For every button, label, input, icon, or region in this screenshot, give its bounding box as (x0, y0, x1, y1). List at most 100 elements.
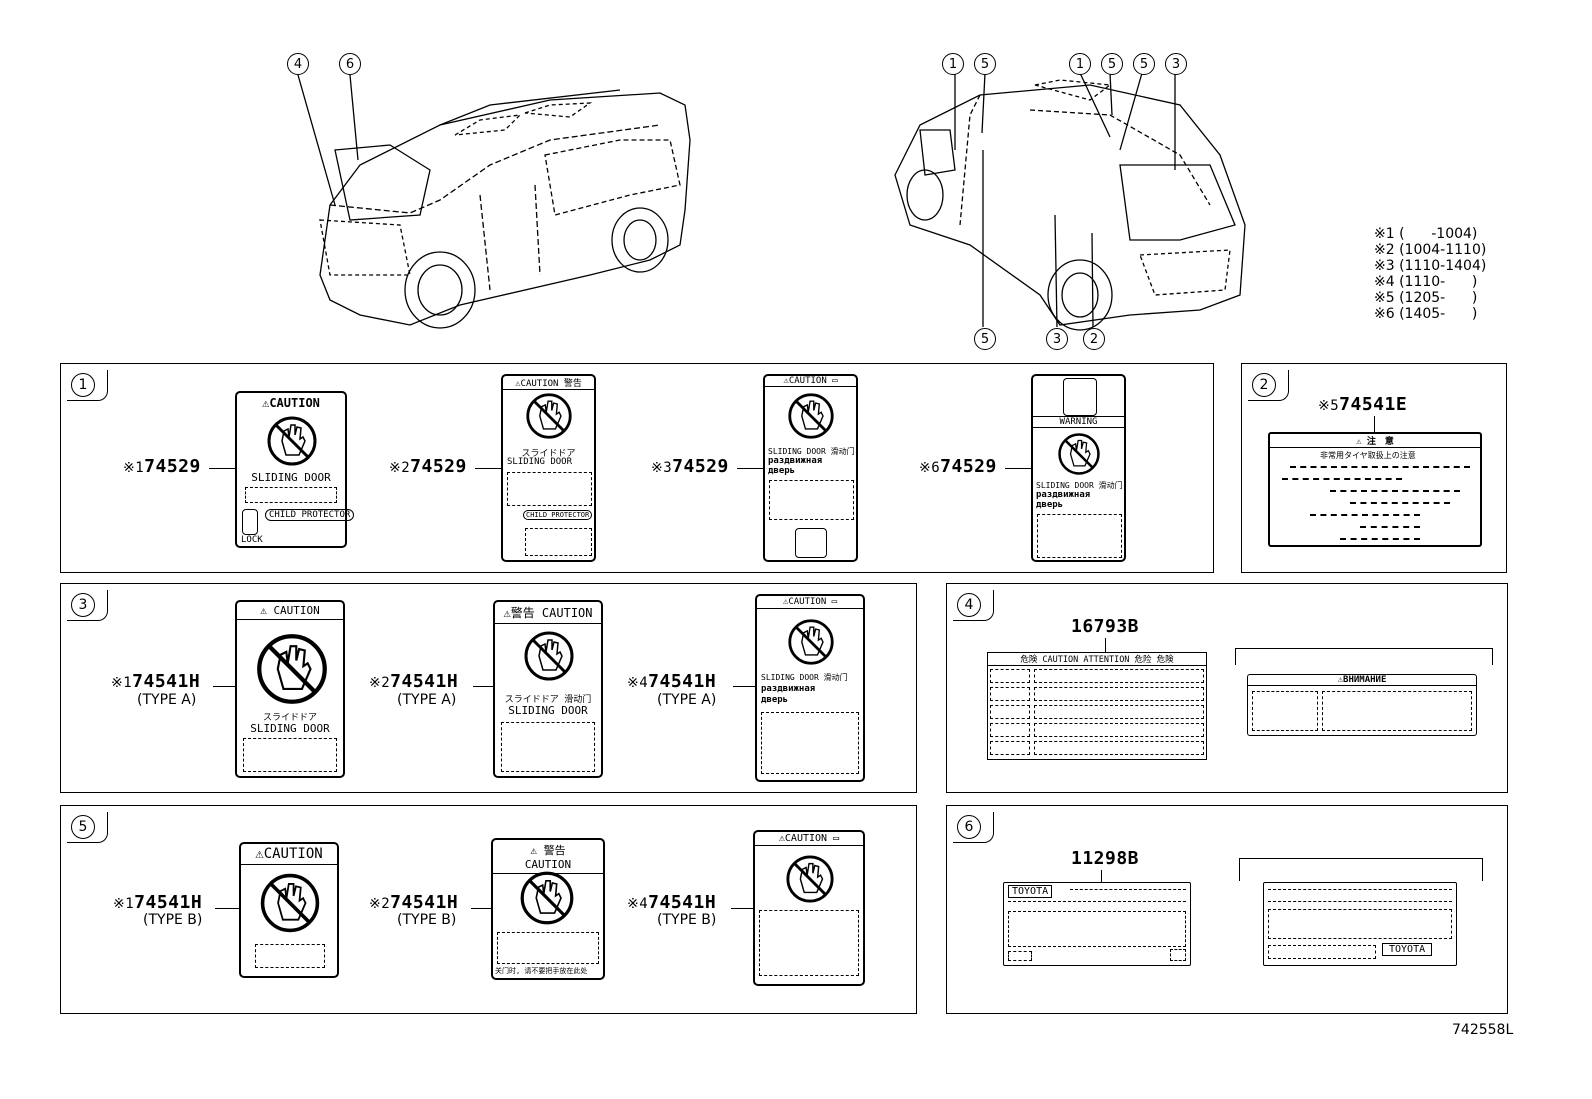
rear-callout-top-4: 5 (1101, 53, 1123, 75)
note-1: ※1 ( -1004) (1374, 226, 1478, 242)
label-ru-header: ⚠ВНИМАНИЕ (1248, 675, 1476, 686)
no-hand-icon (1058, 433, 1100, 475)
no-hand-icon (524, 631, 574, 681)
rear-callout-top-6: 3 (1165, 53, 1187, 75)
panel-tab (953, 590, 994, 621)
label-title: ⚠CAUTION ▭ (765, 376, 856, 387)
label-subtitle: 非常用タイヤ取扱上の注意 (1320, 451, 1416, 460)
panel-number: 4 (957, 593, 981, 617)
part-number: ※474541H (627, 892, 717, 913)
child-protector-text: CHILD PROTECTOR (265, 509, 355, 521)
no-hand-icon (788, 393, 834, 439)
type-label: (TYPE A) (137, 692, 197, 708)
note-2: ※2 (1004-1110) (1374, 242, 1487, 258)
note-4: ※4 (1110- ) (1374, 274, 1478, 290)
label-subtitle: SLIDING DOOR (507, 457, 573, 467)
front-callout-6: 6 (339, 53, 361, 75)
panel-number: 6 (957, 815, 981, 839)
label-subtitle-jp: スライドドア 滑动门 (504, 695, 592, 705)
label-74541E: ⚠ 注 意 非常用タイヤ取扱上の注意 (1268, 432, 1482, 547)
label-footer: 关门时, 请不要把手放在此处 (495, 967, 588, 975)
part-number: ※474541H (627, 671, 717, 692)
panel-tab (67, 370, 108, 401)
type-label: (TYPE B) (143, 912, 203, 928)
part-number: ※174541H (111, 671, 201, 692)
panel-number: 3 (71, 593, 95, 617)
type-label: (TYPE B) (657, 912, 717, 928)
label-ru-1: раздвижная (761, 684, 816, 694)
label-ru-2: дверь (768, 466, 796, 476)
note-6: ※6 (1405- ) (1374, 306, 1478, 322)
no-hand-icon (520, 871, 574, 925)
label-title: ⚠CAUTION (241, 844, 337, 865)
label-subtitle: SLIDING DOOR 滑动门 (768, 447, 855, 456)
rear-callout-top-5: 5 (1133, 53, 1155, 75)
label-title: ⚠CAUTION ▭ (757, 596, 863, 609)
part-number: ※174541H (113, 892, 203, 913)
rear-callout-bottom-2: 3 (1046, 328, 1068, 350)
label-subtitle-jp: スライドドア (521, 449, 576, 459)
label-ru-1: раздвижная (768, 456, 823, 466)
rear-callout-bottom-1: 5 (974, 328, 996, 350)
rear-callout-bottom-3: 2 (1083, 328, 1105, 350)
rear-callout-top-2: 5 (974, 53, 996, 75)
label-16793B-ru: ⚠ВНИМАНИЕ (1247, 674, 1477, 736)
panel-number: 1 (71, 373, 95, 397)
part-number: ※274541H (369, 892, 459, 913)
part-number: ※674529 (919, 456, 997, 477)
label-74541H-a: ⚠ CAUTION スライドドア SLIDING DOOR (235, 600, 345, 778)
label-title: ⚠ CAUTION (237, 602, 343, 620)
no-hand-icon (257, 634, 327, 704)
front-vehicle-illustration (297, 74, 691, 329)
label-title: ⚠ 注 意 (1270, 434, 1480, 448)
label-subtitle: SLIDING DOOR (250, 722, 330, 735)
label-subtitle-jp: スライドドア (262, 713, 317, 723)
part-number: 11298B (1071, 848, 1140, 869)
no-hand-icon (788, 619, 834, 665)
label-74529-b: ⚠CAUTION 警告 スライドドア SLIDING DOOR CHILD PR… (501, 374, 596, 562)
label-title: ⚠CAUTION 警告 (503, 376, 594, 390)
label-11298B-b: TOYOTA (1263, 882, 1457, 966)
panel-2: 2 ※574541E ⚠ 注 意 非常用タイヤ取扱上の注意 (1241, 363, 1507, 573)
label-74541H-b: ⚠警告 CAUTION スライドドア 滑动门 SLIDING DOOR (493, 600, 603, 778)
label-title: ⚠CAUTION ▭ (755, 832, 863, 846)
panel-tab (953, 812, 994, 843)
note-5: ※5 (1205- ) (1374, 290, 1478, 306)
label-title: ⚠CAUTION (262, 396, 320, 410)
label-74529-d: WARNING SLIDING DOOR 滑动门 раздвижная двер… (1031, 374, 1126, 562)
part-number: ※174529 (123, 456, 201, 477)
panel-3: 3 ※174541H (TYPE A) ⚠ CAUTION スライドドア SLI… (60, 583, 917, 793)
panel-4: 4 16793B 危険 CAUTION ATTENTION 危险 危険 ⚠ВНИ… (946, 583, 1508, 793)
no-hand-icon (526, 393, 572, 439)
label-header: 危険 CAUTION ATTENTION 危险 危険 (988, 653, 1206, 666)
label-74541H-f: ⚠CAUTION ▭ (753, 830, 865, 986)
panel-tab (67, 590, 108, 621)
part-number: 16793B (1071, 616, 1140, 637)
brand-text: TOYOTA (1008, 885, 1053, 898)
no-hand-icon (786, 855, 834, 903)
panel-tab (67, 812, 108, 843)
child-protector-text: CHILD PROTECTOR (523, 510, 593, 520)
type-label: (TYPE A) (397, 692, 457, 708)
lock-text: LOCK (241, 535, 263, 545)
label-ru-2: дверь (1036, 500, 1064, 510)
note-3: ※3 (1110-1404) (1374, 258, 1487, 274)
label-subtitle: SLIDING DOOR 滑动门 (1036, 481, 1123, 490)
label-warning: WARNING (1033, 416, 1124, 428)
rear-vehicle-illustration (894, 72, 1246, 331)
production-notes: ※1 ( -1004) ※2 (1004-1110) ※3 (1110-1404… (1374, 226, 1486, 322)
rear-callout-top-3: 1 (1069, 53, 1091, 75)
panel-number: 5 (71, 815, 95, 839)
panel-5: 5 ※174541H (TYPE B) ⚠CAUTION ※274541H (T… (60, 805, 917, 1014)
label-74541H-d: ⚠CAUTION (239, 842, 339, 978)
label-11298B: TOYOTA (1003, 882, 1191, 966)
panel-1: 1 ※174529 ⚠CAUTION SLIDING DOOR CHILD PR… (60, 363, 1214, 573)
type-label: (TYPE B) (397, 912, 457, 928)
label-subtitle: SLIDING DOOR (508, 704, 588, 717)
no-hand-icon (260, 873, 320, 933)
label-ru-2: дверь (761, 695, 789, 705)
part-number: ※374529 (651, 456, 729, 477)
part-number: ※574541E (1318, 394, 1408, 415)
